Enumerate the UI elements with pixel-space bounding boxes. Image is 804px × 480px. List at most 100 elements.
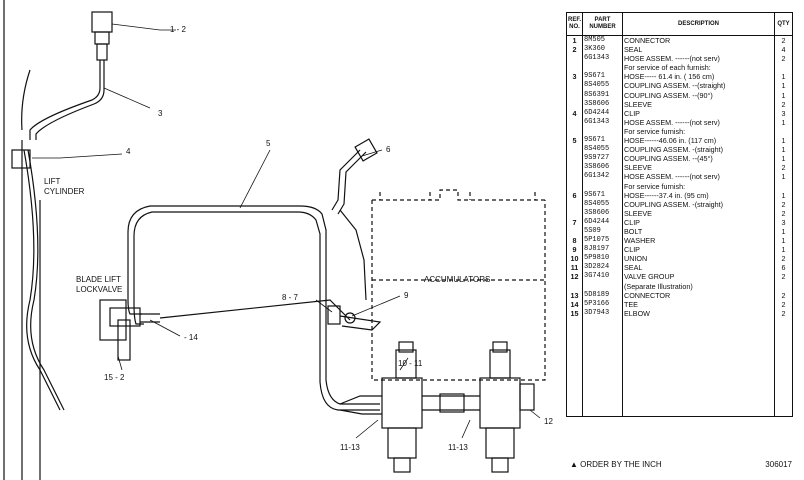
row-ref: 4	[566, 108, 583, 118]
row-part-number: 3K360	[582, 45, 623, 55]
callout-14: - 14	[184, 333, 198, 342]
row-part-number: 3D7943	[582, 308, 623, 318]
row-description: COUPLING ASSEM. --(90°)	[622, 90, 775, 100]
row-qty: 1	[774, 145, 793, 155]
row-qty: 2	[774, 99, 793, 109]
row-part-number: 6G1342	[582, 172, 623, 182]
row-description: For service furnish:	[622, 126, 775, 137]
row-description: CLIP	[622, 245, 775, 255]
callout-11-13-left: 11-13	[340, 443, 360, 452]
row-part-number	[582, 181, 623, 191]
row-ref: 2	[566, 45, 583, 55]
row-qty: 1	[774, 154, 793, 164]
row-ref	[566, 54, 583, 64]
row-part-number	[582, 63, 623, 73]
row-qty: 4	[774, 45, 793, 55]
row-ref	[566, 81, 583, 91]
row-ref: 8	[566, 236, 583, 246]
row-description: COUPLING ASSEM. --(straight)	[622, 81, 775, 91]
row-ref	[566, 99, 583, 109]
row-ref	[566, 145, 583, 155]
callout-12: 12	[544, 417, 553, 426]
row-qty: 6	[774, 263, 793, 273]
callout-10-11: 10 - 11	[398, 359, 423, 368]
callout-15-2: 15 - 2	[104, 373, 125, 382]
row-qty	[774, 181, 793, 191]
row-part-number: 6G1343	[582, 54, 623, 64]
row-part-number: 3S8606	[582, 208, 623, 218]
row-part-number: 5P9810	[582, 254, 623, 264]
label-accumulators: ACCUMULATORS	[424, 275, 490, 284]
row-qty: 2	[774, 290, 793, 300]
row-qty: 1	[774, 236, 793, 246]
row-ref	[566, 208, 583, 218]
row-qty: 2	[774, 199, 793, 209]
table-row: 9S9727 COUPLING ASSEM. --(45°)1	[566, 154, 793, 164]
row-part-number: 8S6391	[582, 90, 623, 100]
filler-cell	[622, 317, 775, 417]
row-ref: 1	[566, 35, 583, 46]
row-ref: 12	[566, 272, 583, 282]
row-ref	[566, 199, 583, 209]
row-description: UNION	[622, 254, 775, 264]
header-qty: QTY	[774, 12, 793, 36]
row-part-number	[582, 281, 623, 291]
row-description: WASHER	[622, 236, 775, 246]
row-part-number: 6G1343	[582, 117, 623, 127]
filler-cell	[582, 317, 623, 417]
callout-5: 5	[266, 139, 271, 148]
header-part-number: PART NUMBER	[582, 12, 623, 36]
row-qty: 2	[774, 299, 793, 309]
row-description: COUPLING ASSEM. --(45°)	[622, 154, 775, 164]
row-qty: 1	[774, 190, 793, 200]
row-qty: 1	[774, 226, 793, 237]
row-qty: 2	[774, 254, 793, 264]
row-description: HOSE------37.4 in. (95 cm)	[622, 190, 775, 200]
label-lift: LIFT	[44, 177, 61, 186]
row-ref	[566, 90, 583, 100]
row-ref	[566, 281, 583, 291]
row-part-number: 6D4244	[582, 108, 623, 118]
row-description: HOSE ASSEM. ------(not serv)	[622, 172, 775, 182]
row-part-number: 9S671	[582, 72, 623, 82]
row-part-number: 6D4244	[582, 217, 623, 227]
callout-9: 9	[404, 291, 409, 300]
header-ref-no: REF. NO.	[566, 12, 583, 36]
row-part-number: 5P1075	[582, 236, 623, 246]
row-part-number: 5P3166	[582, 299, 623, 309]
row-part-number: 8S4055	[582, 199, 623, 209]
row-qty: 1	[774, 117, 793, 127]
row-qty: 3	[774, 217, 793, 227]
callout-6: 6	[386, 145, 391, 154]
row-part-number: 3D2824	[582, 263, 623, 273]
row-description: BOLT	[622, 226, 775, 237]
row-description: COUPLING ASSEM. -(straight)	[622, 145, 775, 155]
row-description: CLIP	[622, 217, 775, 227]
row-description: ELBOW	[622, 308, 775, 318]
table-row: 8S4055 COUPLING ASSEM. -(straight)2	[566, 199, 793, 209]
row-ref	[566, 154, 583, 164]
row-qty: 1	[774, 81, 793, 91]
row-description: HOSE ASSEM. ------(not serv)	[622, 117, 775, 127]
row-part-number: 9S671	[582, 136, 623, 146]
row-qty: 1	[774, 90, 793, 100]
row-qty: 1	[774, 72, 793, 82]
label-cylinder: CYLINDER	[44, 187, 85, 196]
row-qty: 1	[774, 172, 793, 182]
callout-11-13-right: 11-13	[448, 443, 468, 452]
row-description: HOSE----- 61.4 in. ( 156 cm)	[622, 72, 775, 82]
row-qty	[774, 126, 793, 137]
row-ref	[566, 226, 583, 237]
